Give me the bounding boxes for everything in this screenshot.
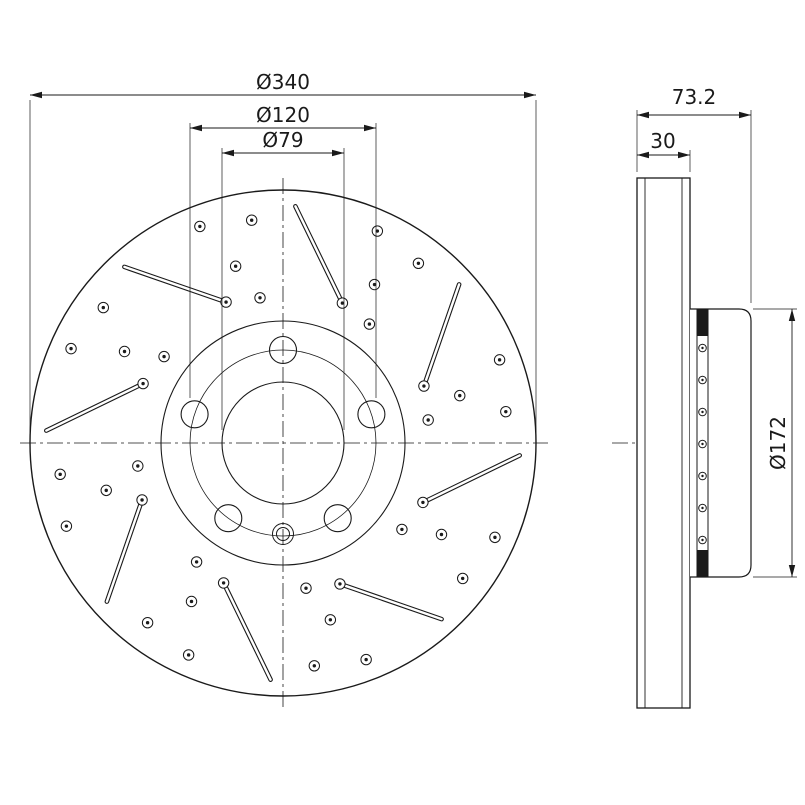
- dimension-arrow: [637, 111, 649, 119]
- drill-hole-dot: [460, 576, 465, 581]
- hat-section-hole-dot: [701, 442, 704, 446]
- drill-hole-dot: [312, 664, 317, 668]
- drill-hole-dot: [69, 346, 73, 351]
- hat-section-hole-dot: [701, 474, 704, 478]
- drill-hole-dot: [367, 322, 372, 326]
- drill-hole-dot: [221, 581, 226, 585]
- dimension-arrow: [190, 124, 202, 132]
- drill-hole-dot: [338, 582, 342, 586]
- hat-section-hole-dot: [701, 506, 704, 510]
- drill-hole-dot: [504, 409, 508, 414]
- dim-hat-diameter-label: Ø172: [766, 416, 790, 470]
- drill-hole-dot: [101, 305, 106, 310]
- drill-hole-dot: [162, 354, 166, 359]
- bolt-hole: [323, 504, 352, 533]
- dimension-arrow: [524, 91, 536, 99]
- side-view-brake-disc: 73.2 30 Ø172: [612, 85, 797, 709]
- drill-hole-dot: [364, 657, 368, 662]
- bolt-hole: [268, 335, 298, 365]
- drill-hole-dot: [140, 498, 144, 502]
- drill-hole-dot: [497, 358, 502, 362]
- drill-hole-dot: [340, 301, 345, 305]
- slot-inner: [222, 581, 272, 681]
- drill-hole-dot: [186, 653, 191, 657]
- dim-outer-diameter-label: Ø340: [256, 70, 310, 94]
- drill-hole-dot: [141, 381, 145, 386]
- drill-hole-dot: [64, 524, 69, 528]
- hat-section-hole-dot: [701, 378, 704, 382]
- drill-hole-dot: [422, 384, 426, 388]
- disc-slots: [44, 204, 522, 682]
- dimension-disc-thickness: 30: [637, 129, 691, 172]
- dimension-arrow: [637, 151, 649, 159]
- disc-profile: [636, 177, 691, 709]
- dimension-arrow: [332, 149, 344, 157]
- dimension-arrow: [788, 309, 796, 321]
- hat-section-holes: [698, 343, 707, 545]
- bolt-hole: [357, 400, 386, 429]
- drill-hole-dot: [426, 418, 430, 422]
- drill-hole-dot: [328, 618, 333, 622]
- drill-hole-dot: [421, 500, 425, 505]
- dimension-center-bore: Ø79: [221, 128, 345, 430]
- dim-center-bore-label: Ø79: [262, 128, 303, 152]
- drill-hole-dot: [304, 586, 308, 590]
- dimension-hat-diameter: Ø172: [753, 308, 797, 578]
- dimension-outer-diameter: Ø340: [29, 70, 537, 436]
- drill-hole-dot: [493, 535, 497, 540]
- drill-hole-dot: [439, 532, 444, 537]
- drill-hole-dot: [233, 264, 238, 268]
- drill-hole-dot: [194, 560, 199, 564]
- dimension-bolt-circle: Ø120: [189, 103, 377, 398]
- dimension-arrow: [678, 151, 690, 159]
- locating-hole-inner: [276, 527, 290, 541]
- hub-hat-circle: [160, 320, 406, 566]
- slot-inner: [338, 582, 443, 621]
- drill-hole-dot: [136, 464, 140, 468]
- drill-hole-dot: [104, 488, 108, 493]
- hat-section-hole-dot: [701, 346, 704, 350]
- drill-hole-dot: [145, 620, 150, 625]
- bolt-hole: [214, 504, 243, 533]
- drill-hole-dot: [372, 282, 377, 287]
- dimension-arrow: [222, 149, 234, 157]
- dim-total-width-label: 73.2: [672, 85, 717, 109]
- section-fill-top: [697, 309, 708, 336]
- drill-hole-dot: [258, 296, 262, 300]
- slot-inner: [45, 382, 145, 432]
- section-fill-bottom: [697, 550, 708, 577]
- bolt-circle: [189, 349, 377, 537]
- outer-diameter-circle: [29, 189, 537, 697]
- drill-hole-dot: [198, 224, 202, 229]
- slot-inner: [123, 265, 228, 304]
- drill-hole-dot: [122, 349, 127, 354]
- dimension-arrow: [30, 91, 42, 99]
- front-view-brake-disc: Ø340 Ø120 Ø79: [20, 70, 548, 708]
- dimension-total-width: 73.2: [636, 85, 752, 303]
- slot-inner: [105, 498, 144, 603]
- dimension-arrow: [364, 124, 376, 132]
- hat-section-hole-dot: [701, 538, 704, 542]
- drill-hole-dot: [416, 261, 421, 266]
- slot-inner: [421, 454, 521, 504]
- hat-section-hole-dot: [701, 410, 704, 414]
- dimension-arrow: [788, 565, 796, 577]
- slot-inner: [422, 283, 461, 388]
- drill-hole-dot: [224, 300, 228, 304]
- drill-hole-dot: [375, 229, 380, 233]
- locating-hole-outer: [272, 523, 294, 545]
- dimension-arrows: [30, 91, 796, 577]
- drill-hole-dot: [58, 472, 62, 477]
- drill-hole-dot: [458, 393, 462, 398]
- drill-hole-dot: [400, 527, 404, 532]
- drill-hole-dot: [189, 599, 194, 604]
- center-bore-circle: [221, 381, 345, 505]
- drill-hole-dot: [249, 218, 254, 222]
- slot-inner: [294, 205, 344, 305]
- disc-drill-holes: [54, 214, 512, 672]
- dimension-arrow: [739, 111, 751, 119]
- dim-disc-thickness-label: 30: [650, 129, 675, 153]
- dim-bolt-circle-label: Ø120: [256, 103, 310, 127]
- bolt-hole: [180, 400, 209, 429]
